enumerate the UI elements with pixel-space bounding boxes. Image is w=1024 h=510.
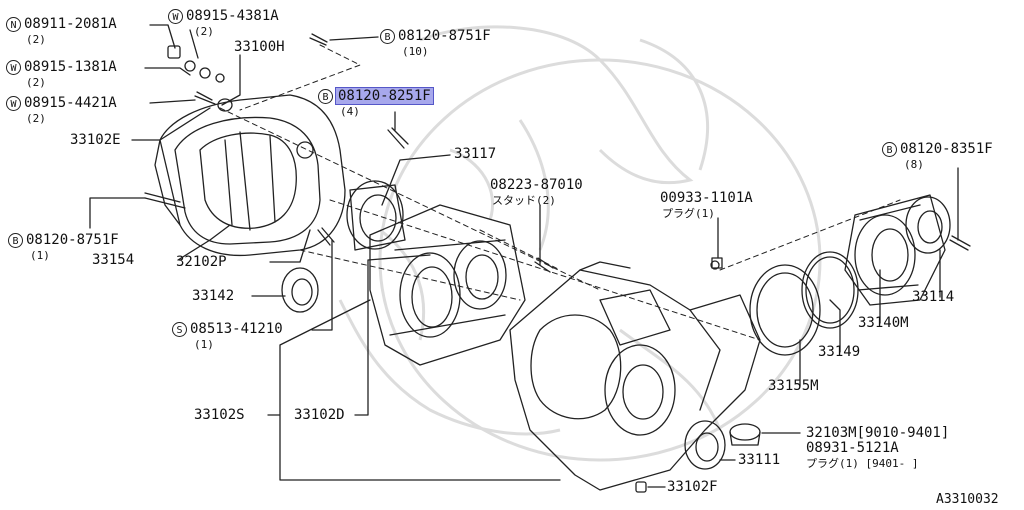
prefix-w-symbol: W [6, 60, 21, 75]
qty-00933-1101a: プラグ(1) [662, 207, 715, 220]
part-08223-87010[interactable]: 08223-87010 [490, 177, 583, 193]
diagram-code: A3310032 [936, 492, 999, 507]
qty-08915-4381: (2) [194, 25, 214, 38]
part-00933-1101a[interactable]: 00933-1101A [660, 190, 753, 206]
part-32103m[interactable]: 32103M[9010-9401] [806, 425, 950, 441]
part-08915-4381a[interactable]: 08915-4381A [186, 8, 279, 24]
part-33117[interactable]: 33117 [454, 146, 497, 162]
part-08120-8351f[interactable]: 08120-8351F [900, 141, 993, 157]
part-08915-4421a[interactable]: 08915-4421A [24, 95, 117, 111]
part-08911-2081a[interactable]: 08911-2081A [24, 16, 117, 32]
leader-08915-1381 [144, 67, 191, 76]
leader-08915-4381 [189, 29, 199, 59]
prefix-s-symbol: S [172, 322, 187, 337]
qty-08223-87010: スタッド(2) [492, 194, 556, 207]
leader-08513 [311, 239, 333, 331]
leader-33100h [221, 54, 241, 106]
part-08915-1381a[interactable]: 08915-1381A [24, 59, 117, 75]
prefix-w-symbol: W [6, 96, 21, 111]
part-33102f[interactable]: 33102F [667, 479, 718, 495]
prefix-b-symbol: B [380, 29, 395, 44]
part-33155m[interactable]: 33155M [768, 378, 819, 394]
qty-08915-1381: (2) [26, 76, 46, 89]
leader-33102s [267, 299, 561, 481]
part-08120-8251f-selected[interactable]: 08120-8251F [335, 87, 434, 105]
qty-08120-8751f-left: (1) [30, 249, 50, 262]
extension-housing [844, 194, 946, 306]
leader-33149 [829, 299, 841, 353]
part-33102e[interactable]: 33102E [70, 132, 121, 148]
leader-33102e [131, 107, 211, 141]
leader-33154 [177, 224, 231, 261]
transfer-case-body [509, 269, 761, 491]
part-33149[interactable]: 33149 [818, 344, 861, 360]
leader-33102d [354, 254, 431, 416]
qty-08915-4421: (2) [26, 112, 46, 125]
part-33102s[interactable]: 33102S [194, 407, 245, 423]
part-08513-41210[interactable]: 08513-41210 [190, 321, 283, 337]
prefix-b-symbol: B [8, 233, 23, 248]
leader-32102p [269, 229, 311, 263]
qty-08931-5121a: プラグ(1) [9401- ] [806, 457, 919, 470]
leader-33117 [381, 154, 451, 206]
qty-08120-8351f: (8) [904, 158, 924, 171]
leader-08915-4421 [149, 99, 196, 104]
prefix-b-symbol: B [882, 142, 897, 157]
bell-housing-outline [159, 94, 346, 257]
part-33111[interactable]: 33111 [738, 452, 781, 468]
part-33100h[interactable]: 33100H [234, 39, 285, 55]
part-08120-8751f-top[interactable]: 08120-8751F [398, 28, 491, 44]
qty-08120-8251f: (4) [340, 105, 360, 118]
leader-08120-8751-top [329, 36, 379, 41]
qty-08911: (2) [26, 33, 46, 46]
prefix-w-symbol: W [168, 9, 183, 24]
part-08931-5121a[interactable]: 08931-5121A [806, 440, 899, 456]
qty-08513-41210: (1) [194, 338, 214, 351]
qty-08120-8751f-top: (10) [402, 45, 429, 58]
part-32102p[interactable]: 32102P [176, 254, 227, 270]
part-08120-8751f-left[interactable]: 08120-8751F [26, 232, 119, 248]
part-33102d[interactable]: 33102D [294, 407, 345, 423]
part-33114[interactable]: 33114 [912, 289, 955, 305]
leader-08911 [149, 24, 176, 49]
prefix-n-symbol: N [6, 17, 21, 32]
part-33154[interactable]: 33154 [92, 252, 135, 268]
part-33142[interactable]: 33142 [192, 288, 235, 304]
adapter-plate [369, 204, 526, 366]
leader-08120-8751-left [89, 197, 146, 229]
part-33140m[interactable]: 33140M [858, 315, 909, 331]
prefix-b-symbol: B [318, 89, 333, 104]
